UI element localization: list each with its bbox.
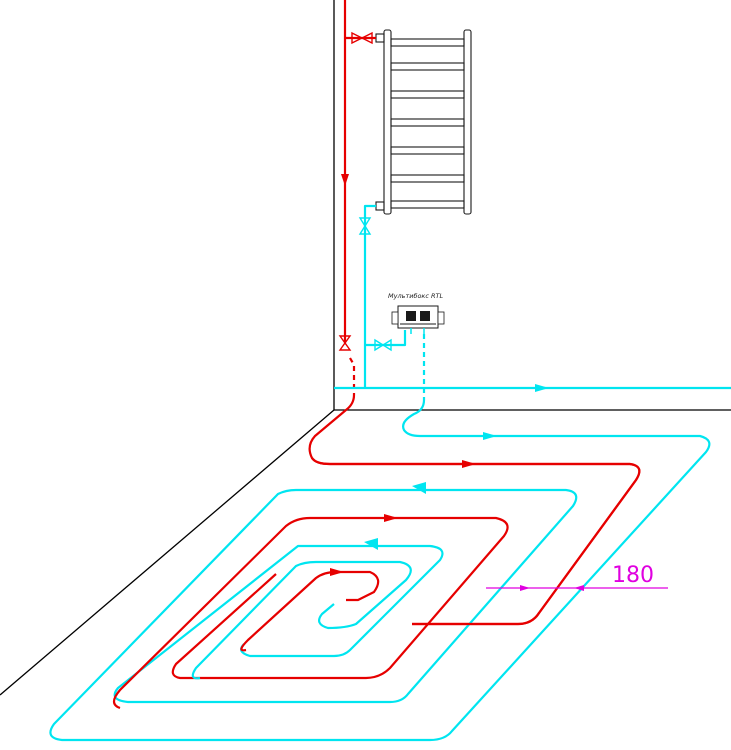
floor-loop-supply: [308, 394, 641, 626]
flow-arrow-icon: [341, 174, 349, 186]
floor-loop-spirals: [49, 399, 711, 742]
valve-icon: [351, 31, 373, 45]
return-riser: [334, 204, 731, 392]
flow-arrow-icon: [535, 384, 549, 392]
loop-return-inner: [191, 560, 412, 680]
valve-icon: [358, 217, 372, 235]
multibox-rtl-icon: [391, 305, 445, 334]
multibox-label: Мультибокс RTL: [388, 292, 443, 300]
flow-arrow-icon: [384, 514, 398, 522]
flow-arrow-icon: [330, 568, 344, 576]
spacing-dimension: [486, 585, 668, 591]
flow-arrow-icon: [462, 460, 476, 468]
loop-supply-c: [240, 570, 380, 652]
loop-supply-a: [311, 457, 641, 626]
valve-icon: [374, 338, 392, 352]
valve-icon: [338, 335, 352, 351]
spacing-dimension-label: 180: [612, 563, 654, 588]
radiator-icon: [375, 29, 472, 215]
loop-supply-d: [112, 516, 509, 710]
flow-arrow-icon: [412, 482, 426, 494]
flow-arrow-icon: [364, 538, 378, 550]
room-outline: [0, 0, 731, 696]
flow-arrow-icon: [483, 432, 497, 440]
loop-return-outer: [49, 399, 711, 742]
